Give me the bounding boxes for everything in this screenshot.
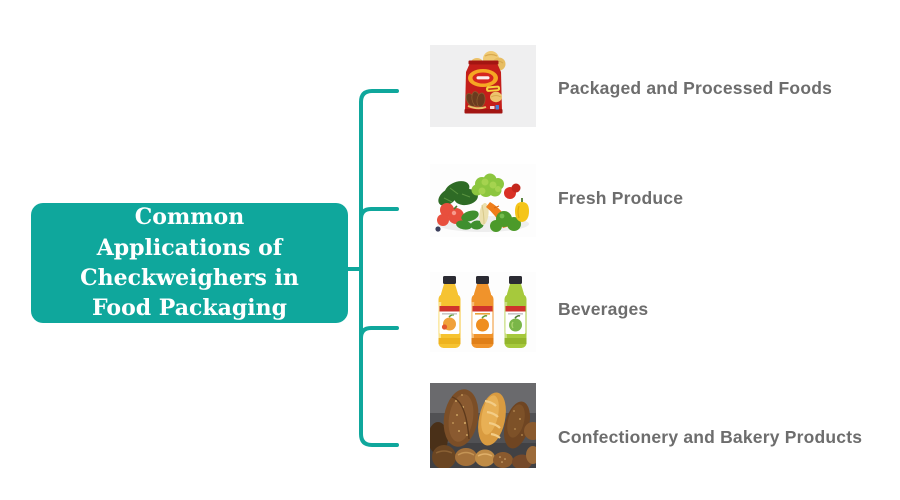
chips-bag-photo [430,45,536,127]
bread-photo [430,383,536,468]
root-topic-box: Common Applications of Checkweighers in … [31,203,348,323]
branch-label-fresh-produce: Fresh Produce [558,188,684,208]
juice-bottles-photo [430,272,536,352]
vegetables-photo [430,164,536,237]
branch-label-packaged-foods: Packaged and Processed Foods [558,78,833,98]
branch-label-confectionery-bakery: Confectionery and Bakery Products [558,427,863,447]
root-topic-title: Common Applications of Checkweighers in … [80,204,299,322]
branch-label-beverages: Beverages [558,299,649,319]
